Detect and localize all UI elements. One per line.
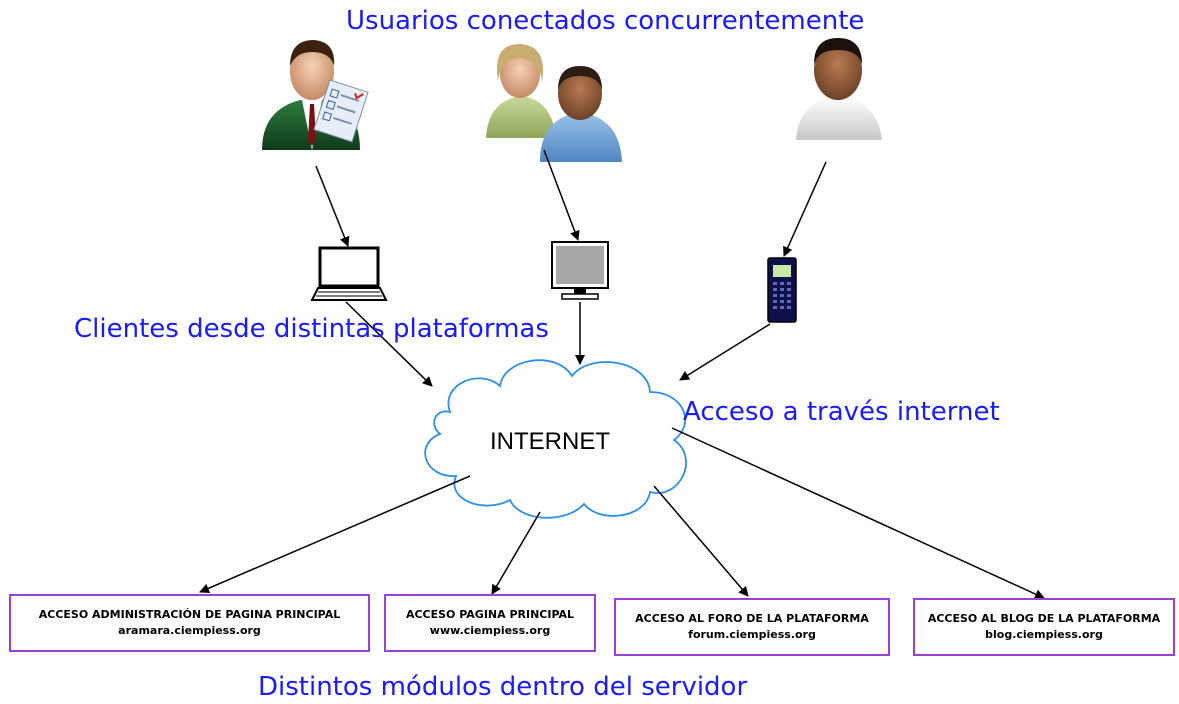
user-icon bbox=[796, 38, 882, 140]
internet-cloud bbox=[424, 359, 687, 519]
access-label: Acceso a través internet bbox=[683, 397, 1000, 427]
users-label: Usuarios conectados concurrentemente bbox=[346, 6, 865, 36]
user-group-icon bbox=[486, 44, 622, 162]
arrow-internet-to-admin bbox=[199, 475, 471, 594]
module-forum-title: ACCESO AL FORO DE LA PLATAFORMA bbox=[635, 611, 869, 625]
arrow-phone-to-internet bbox=[679, 323, 771, 381]
monitor-icon bbox=[551, 241, 609, 300]
module-admin: ACCESO ADMINISTRACIÓN DE PAGINA PRINCIPA… bbox=[9, 594, 370, 652]
modules-label: Distintos módulos dentro del servidor bbox=[258, 672, 748, 702]
arrow-user-to-phone bbox=[783, 161, 827, 257]
module-blog-title: ACCESO AL BLOG DE LA PLATAFORMA bbox=[927, 611, 1161, 625]
module-main-title: ACCESO PAGINA PRINCIPAL bbox=[405, 607, 575, 621]
arrow-laptop-to-internet bbox=[345, 301, 433, 387]
clients-label: Clientes desde distintas plataformas bbox=[74, 314, 549, 344]
laptop-icon bbox=[310, 246, 388, 301]
module-blog-url: blog.ciempiess.org bbox=[985, 628, 1103, 641]
module-admin-title: ACCESO ADMINISTRACIÓN DE PAGINA PRINCIPA… bbox=[38, 607, 341, 621]
arrow-internet-to-main bbox=[491, 511, 541, 595]
arrow-internet-to-forum bbox=[653, 485, 749, 597]
module-main-url: www.ciempiess.org bbox=[429, 624, 551, 637]
internet-label: INTERNET bbox=[490, 428, 610, 455]
arrow-user-to-laptop bbox=[315, 165, 350, 247]
businessman-icon bbox=[262, 40, 369, 150]
module-blog: ACCESO AL BLOG DE LA PLATAFORMA blog.cie… bbox=[913, 598, 1175, 656]
module-forum-url: forum.ciempiess.org bbox=[688, 628, 816, 641]
mobile-phone-icon bbox=[767, 257, 797, 323]
arrow-users-to-monitor bbox=[543, 149, 580, 241]
module-forum: ACCESO AL FORO DE LA PLATAFORMA forum.ci… bbox=[614, 598, 890, 656]
arrow-internet-to-blog bbox=[671, 427, 1045, 599]
module-main: ACCESO PAGINA PRINCIPAL www.ciempiess.or… bbox=[384, 594, 596, 652]
module-admin-url: aramara.ciempiess.org bbox=[118, 624, 261, 637]
